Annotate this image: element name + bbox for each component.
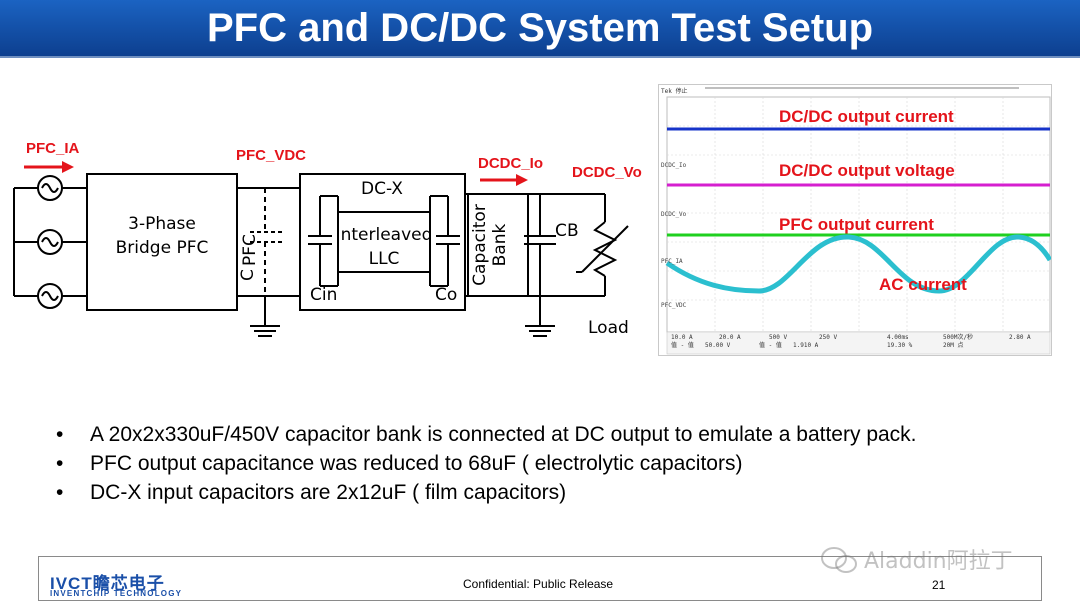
trace-ac-current [665,234,1051,294]
title-bar [0,0,1080,58]
svg-text:Bank: Bank [490,223,510,266]
load-label: Load [588,318,629,338]
wechat-watermark-icon [821,547,857,573]
ch-label-3: PFC_IA [661,258,683,265]
svg-text:PFC: PFC [240,234,260,266]
llc-label-2: LLC [369,249,400,269]
ch-label-2: DCDC_Vo [661,211,687,218]
bullet-text: A 20x2x330uF/450V capacitor bank is conn… [90,423,917,446]
dcx-label: DC-X [361,179,403,199]
bullet-dot: • [56,452,64,475]
readout-ch4: 250 V [819,334,837,341]
llc-block [337,211,431,273]
bullet-text: DC-X input capacitors are 2x12uF ( film … [90,481,567,504]
cb-label: C B [555,221,579,241]
label-dcdc-io: DCDC_Io [478,155,543,172]
readout-ch3: 500 V [769,334,787,341]
label-pfc-ia: PFC_IA [26,140,80,157]
bullet-list: • A 20x2x330uF/450V capacitor bank is co… [50,420,1060,507]
co-label: Co [435,285,457,305]
label-dcdc-vo: DCDC_Vo [572,164,642,181]
readout-samplerate: 500M次/秒 [943,333,973,341]
readout-ch1: 10.0 A [671,334,693,341]
watermark-text: Aladdin阿拉丁 [864,549,1013,574]
svg-text:C: C [555,221,567,241]
oscilloscope-capture: Tek 停止 DCDC_Io DCDC_Vo PFC_IA PFC_VDC DC… [658,84,1052,356]
cin-label: Cin [310,285,337,305]
pfc-label-1: 3-Phase [128,214,196,234]
label-pfc-vdc: PFC_VDC [236,147,306,164]
bullet-dot: • [56,423,64,446]
pfc-label-2: Bridge PFC [116,238,209,258]
ch-label-1: DCDC_Io [661,162,687,169]
readout-pct: 19.30 % [887,342,913,349]
meas-2-value: 1.910 A [793,342,819,349]
scope-label-dcdc-voltage: DC/DC output voltage [779,161,955,180]
scope-label-dcdc-current: DC/DC output current [779,107,954,126]
load-resistor [592,221,618,277]
page-number: 21 [932,578,946,592]
scope-header: Tek 停止 [661,87,687,95]
meas-1-name: 值 - 值 [671,341,694,349]
readout-trigger: 2.80 A [1009,334,1031,341]
svg-text:Capacitor: Capacitor [470,204,490,286]
bullet-text: PFC output capacitance was reduced to 68… [90,452,743,475]
bullet-dot: • [56,481,64,504]
meas-2-name: 值 - 值 [759,341,782,349]
scope-label-ac-current: AC current [879,275,967,294]
readout-timebase: 4.00ms [887,334,909,341]
footer [38,556,1042,601]
scope-label-pfc-current: PFC output current [779,215,934,234]
readout-ch2: 20.0 A [719,334,741,341]
bullet-item: • PFC output capacitance was reduced to … [50,449,1060,478]
bullet-item: • DC-X input capacitors are 2x12uF ( fil… [50,478,1060,507]
svg-text:B: B [567,221,579,241]
system-schematic: PFC_IA PFC_VDC DCDC_Io DCDC_Vo 3-Phase B… [13,140,642,338]
confidential-notice: Confidential: Public Release [463,577,614,591]
ch-label-4: PFC_VDC [661,302,687,309]
slide-title: PFC and DC/DC System Test Setup [206,6,874,50]
company-logo: IVCT瞻芯电子 [50,574,165,593]
meas-1-value: 50.00 V [705,342,731,349]
company-logo-subtitle: INVENTCHIP TECHNOLOGY [50,589,183,598]
pfc-block [86,173,238,311]
readout-points: 20M 点 [943,341,963,349]
llc-label-1: Interleaved [336,225,433,245]
dcx-block [299,173,466,311]
capacitor-bank-label: Capacitor Bank [470,204,510,286]
bullet-item: • A 20x2x330uF/450V capacitor bank is co… [50,420,1060,449]
cpfc-label: C PFC [238,234,260,281]
footer-divider [38,556,1042,557]
svg-text:C: C [238,269,258,281]
